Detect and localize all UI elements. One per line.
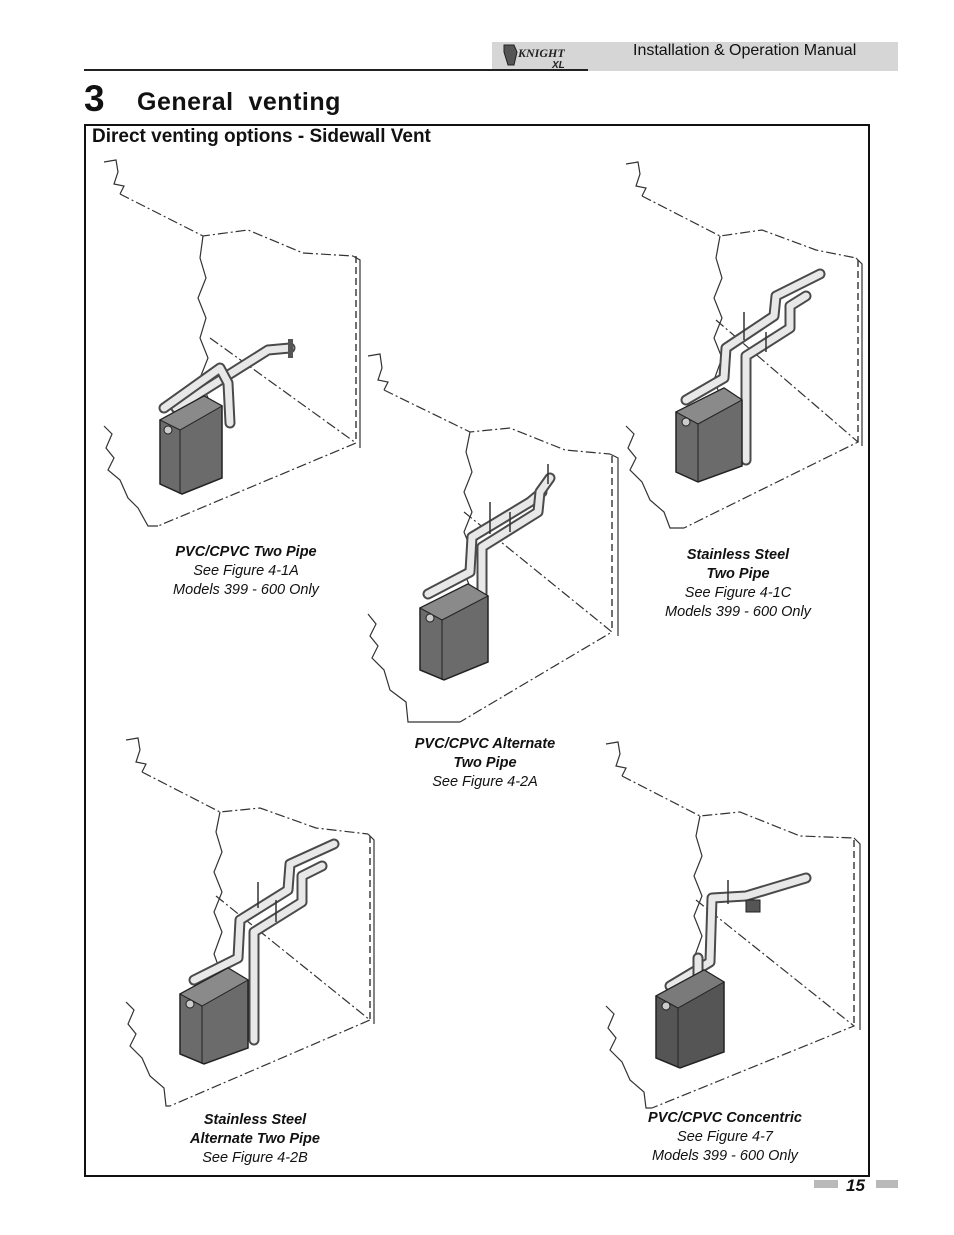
caption-title-line: Two Pipe xyxy=(453,755,517,771)
caption-line: See Figure 4-7 xyxy=(677,1129,773,1145)
section-heading: Direct venting options - Sidewall Vent xyxy=(92,126,431,147)
logo-sub: XL xyxy=(551,60,565,70)
caption-title-line: Stainless Steel xyxy=(686,547,790,563)
caption-line: Models 399 - 600 Only xyxy=(665,604,811,620)
caption-line: Models 399 - 600 Only xyxy=(173,582,319,598)
caption-title-line: Stainless Steel xyxy=(203,1112,307,1128)
header-rule xyxy=(84,69,588,71)
chapter-title: General venting xyxy=(137,88,341,116)
manual-title: Installation & Operation Manual xyxy=(633,42,857,59)
caption-title: PVC/CPVC Concentric xyxy=(648,1110,802,1126)
caption-line: See Figure 4-2A xyxy=(432,774,538,790)
caption-title-line: Alternate Two Pipe xyxy=(190,1131,320,1147)
caption-title-line: Two Pipe xyxy=(706,566,770,582)
footer-bar-left xyxy=(814,1180,838,1188)
caption-line: See Figure 4-1C xyxy=(684,585,792,601)
figure-pvc-two-pipe xyxy=(103,159,361,527)
figure-pvc-alternate-two-pipe xyxy=(367,353,619,723)
chapter-number: 3 xyxy=(84,78,105,119)
footer-bar-right xyxy=(876,1180,898,1188)
figure-caption-stainless-alternate-two-pipe: Stainless Steel Alternate Two Pipe See F… xyxy=(125,1111,385,1168)
figure-caption-stainless-two-pipe: Stainless Steel Two Pipe See Figure 4-1C… xyxy=(608,546,868,622)
caption-line: Models 399 - 600 Only xyxy=(652,1148,798,1164)
content-frame xyxy=(84,124,870,1177)
figure-stainless-two-pipe xyxy=(625,161,863,529)
figure-pvc-concentric xyxy=(605,741,861,1109)
caption-line: See Figure 4-2B xyxy=(202,1150,308,1166)
caption-title-line: PVC/CPVC Alternate xyxy=(414,736,556,752)
caption-title: PVC/CPVC Two Pipe xyxy=(175,544,317,560)
figure-caption-pvc-concentric: PVC/CPVC Concentric See Figure 4-7 Model… xyxy=(595,1109,855,1166)
figure-stainless-alternate-two-pipe xyxy=(125,737,375,1107)
page-number: 15 xyxy=(846,1176,865,1195)
figure-caption-pvc-two-pipe: PVC/CPVC Two Pipe See Figure 4-1A Models… xyxy=(116,543,376,600)
knight-xl-logo: KNIGHT XL xyxy=(503,44,565,70)
caption-line: See Figure 4-1A xyxy=(193,563,299,579)
figure-caption-pvc-alternate-two-pipe: PVC/CPVC Alternate Two Pipe See Figure 4… xyxy=(355,735,615,792)
header-band xyxy=(492,42,898,71)
logo-text: KNIGHT xyxy=(517,46,565,60)
